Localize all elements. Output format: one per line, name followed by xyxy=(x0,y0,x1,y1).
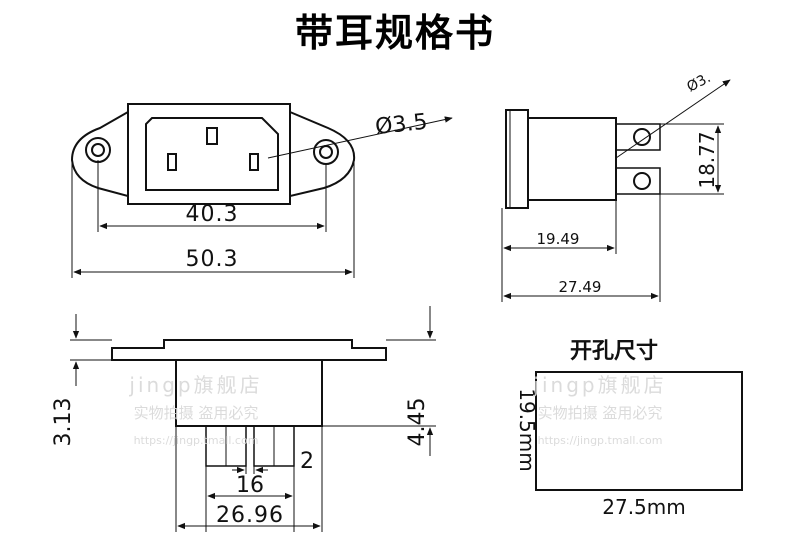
cutout-section: 开孔尺寸 19.5mm 27.5mm xyxy=(515,339,743,519)
side-flange xyxy=(505,109,529,209)
dim-flange-thickness: 3.13 xyxy=(51,398,76,447)
cutout-label: 开孔尺寸 xyxy=(570,339,658,364)
socket-housing xyxy=(127,103,291,205)
cutout-height: 19.5mm xyxy=(515,388,539,472)
dim-pin-spacing: 16 xyxy=(236,473,264,498)
bottom-flange xyxy=(111,339,387,361)
watermark-url-right: https://jingp.tmall.com xyxy=(538,434,663,447)
front-view xyxy=(70,103,356,205)
ear-plate-outline xyxy=(70,103,356,205)
watermark-right: jingp旗舰店 实物拍摄 盗用必究 https://jingp.tmall.c… xyxy=(532,373,666,447)
socket-face xyxy=(145,117,279,191)
watermark-slogan-left: 实物拍摄 盗用必究 xyxy=(134,404,259,422)
side-hole-top xyxy=(633,128,651,146)
watermark-left: jingp旗舰店 实物拍摄 盗用必究 https://jingp.tmall.c… xyxy=(128,373,262,447)
watermark-slogan-right: 实物拍摄 盗用必究 xyxy=(538,404,663,422)
pin-left xyxy=(167,153,177,171)
dim-hole-diameter: Ø3.5 xyxy=(374,110,429,140)
watermark-brand-right: jingp旗舰店 xyxy=(532,373,666,397)
watermark-url-left: https://jingp.tmall.com xyxy=(134,434,259,447)
dim-side-depth-1: 19.49 xyxy=(537,230,580,248)
side-body xyxy=(527,117,617,201)
mount-hole-left xyxy=(85,137,111,163)
cutout-width: 27.5mm xyxy=(602,495,686,519)
dim-width-inner: 40.3 xyxy=(186,202,239,227)
page-title: 带耳规格书 xyxy=(294,11,495,55)
side-terminal-bottom xyxy=(615,167,661,195)
side-terminal-top xyxy=(615,123,661,151)
bottom-view xyxy=(111,339,387,467)
dim-width-outer: 50.3 xyxy=(186,247,239,272)
dim-total-height: 4.45 xyxy=(405,398,430,447)
watermark-brand-left: jingp旗舰店 xyxy=(128,373,262,397)
pin-earth xyxy=(206,127,218,145)
dim-side-height: 18.77 xyxy=(695,131,719,188)
dim-side-hole-diameter: Ø3. xyxy=(684,70,713,96)
dim-side-depth-2: 27.49 xyxy=(559,278,602,296)
side-hole-bottom xyxy=(633,172,651,190)
pin-right xyxy=(249,153,259,171)
dim-pin-width: 2 xyxy=(300,449,314,474)
bottom-body xyxy=(175,359,323,427)
dim-body-width: 26.96 xyxy=(216,503,284,528)
side-view xyxy=(505,109,661,209)
cutout-rect xyxy=(535,371,743,491)
